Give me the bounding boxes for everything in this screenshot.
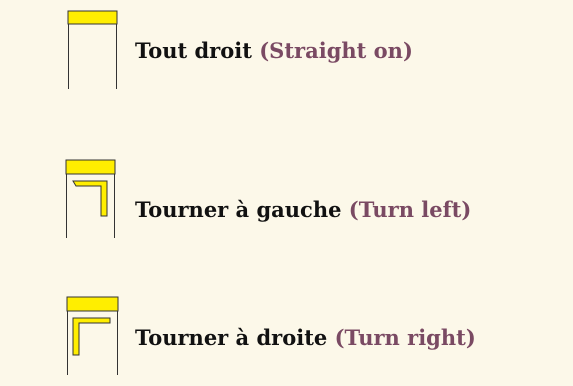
french-label: Tout droit: [135, 38, 252, 63]
legend-item-label: Tourner à droite (Turn right): [135, 327, 476, 348]
straight-on-icon: [67, 10, 118, 89]
legend-item-label: Tout droit (Straight on): [135, 40, 413, 61]
legend-item-label: Tourner à gauche (Turn left): [135, 199, 471, 220]
turn-left-icon: [65, 159, 116, 238]
english-label: (Turn left): [348, 197, 472, 222]
french-label: Tourner à gauche: [135, 197, 342, 222]
english-label: (Turn right): [334, 325, 476, 350]
french-label: Tourner à droite: [135, 325, 328, 350]
english-label: (Straight on): [259, 38, 413, 63]
